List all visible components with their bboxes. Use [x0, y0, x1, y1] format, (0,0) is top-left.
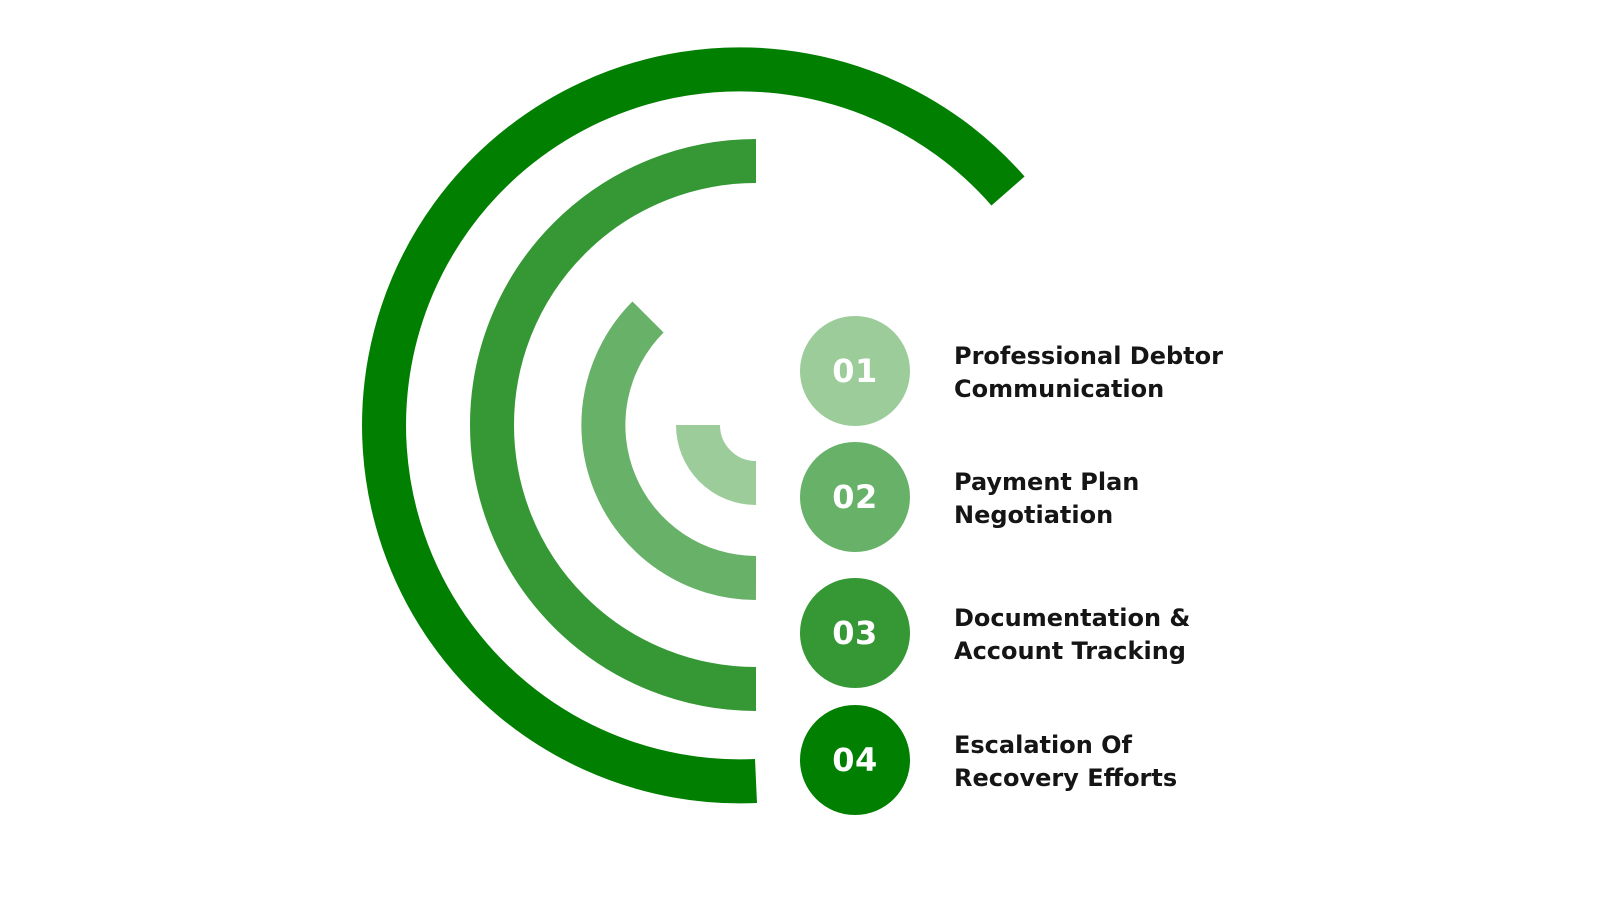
- step-label-line-2: Communication: [954, 375, 1165, 403]
- step-label-line-1: Professional Debtor: [954, 342, 1223, 370]
- step-number: 03: [832, 614, 878, 652]
- arc-level-4: [362, 47, 1025, 804]
- step-item-3: 03 Documentation & Account Tracking: [800, 578, 1320, 688]
- step-number: 02: [832, 478, 878, 516]
- step-label-line-1: Payment Plan: [954, 468, 1140, 496]
- step-item-2: 02 Payment Plan Negotiation: [800, 442, 1320, 552]
- step-label-line-2: Account Tracking: [954, 637, 1186, 665]
- step-number-badge: 01: [800, 316, 910, 426]
- step-item-1: 01 Professional Debtor Communication: [800, 316, 1320, 426]
- step-label-line-2: Negotiation: [954, 501, 1114, 529]
- step-label: Payment Plan Negotiation: [954, 466, 1314, 532]
- arc-level-2: [581, 301, 757, 600]
- step-number-badge: 04: [800, 705, 910, 815]
- step-label-line-2: Recovery Efforts: [954, 764, 1178, 792]
- step-number-badge: 02: [800, 442, 910, 552]
- step-item-4: 04 Escalation Of Recovery Efforts: [800, 705, 1320, 815]
- step-number: 04: [832, 741, 878, 779]
- arc-level-3: [470, 139, 757, 711]
- step-number-badge: 03: [800, 578, 910, 688]
- step-label: Professional Debtor Communication: [954, 340, 1314, 406]
- step-number: 01: [832, 352, 878, 390]
- step-label-line-1: Escalation Of: [954, 731, 1132, 759]
- arc-level-1: [676, 423, 758, 505]
- step-label: Escalation Of Recovery Efforts: [954, 729, 1314, 795]
- step-label-line-1: Documentation &: [954, 604, 1191, 632]
- step-label: Documentation & Account Tracking: [954, 602, 1314, 668]
